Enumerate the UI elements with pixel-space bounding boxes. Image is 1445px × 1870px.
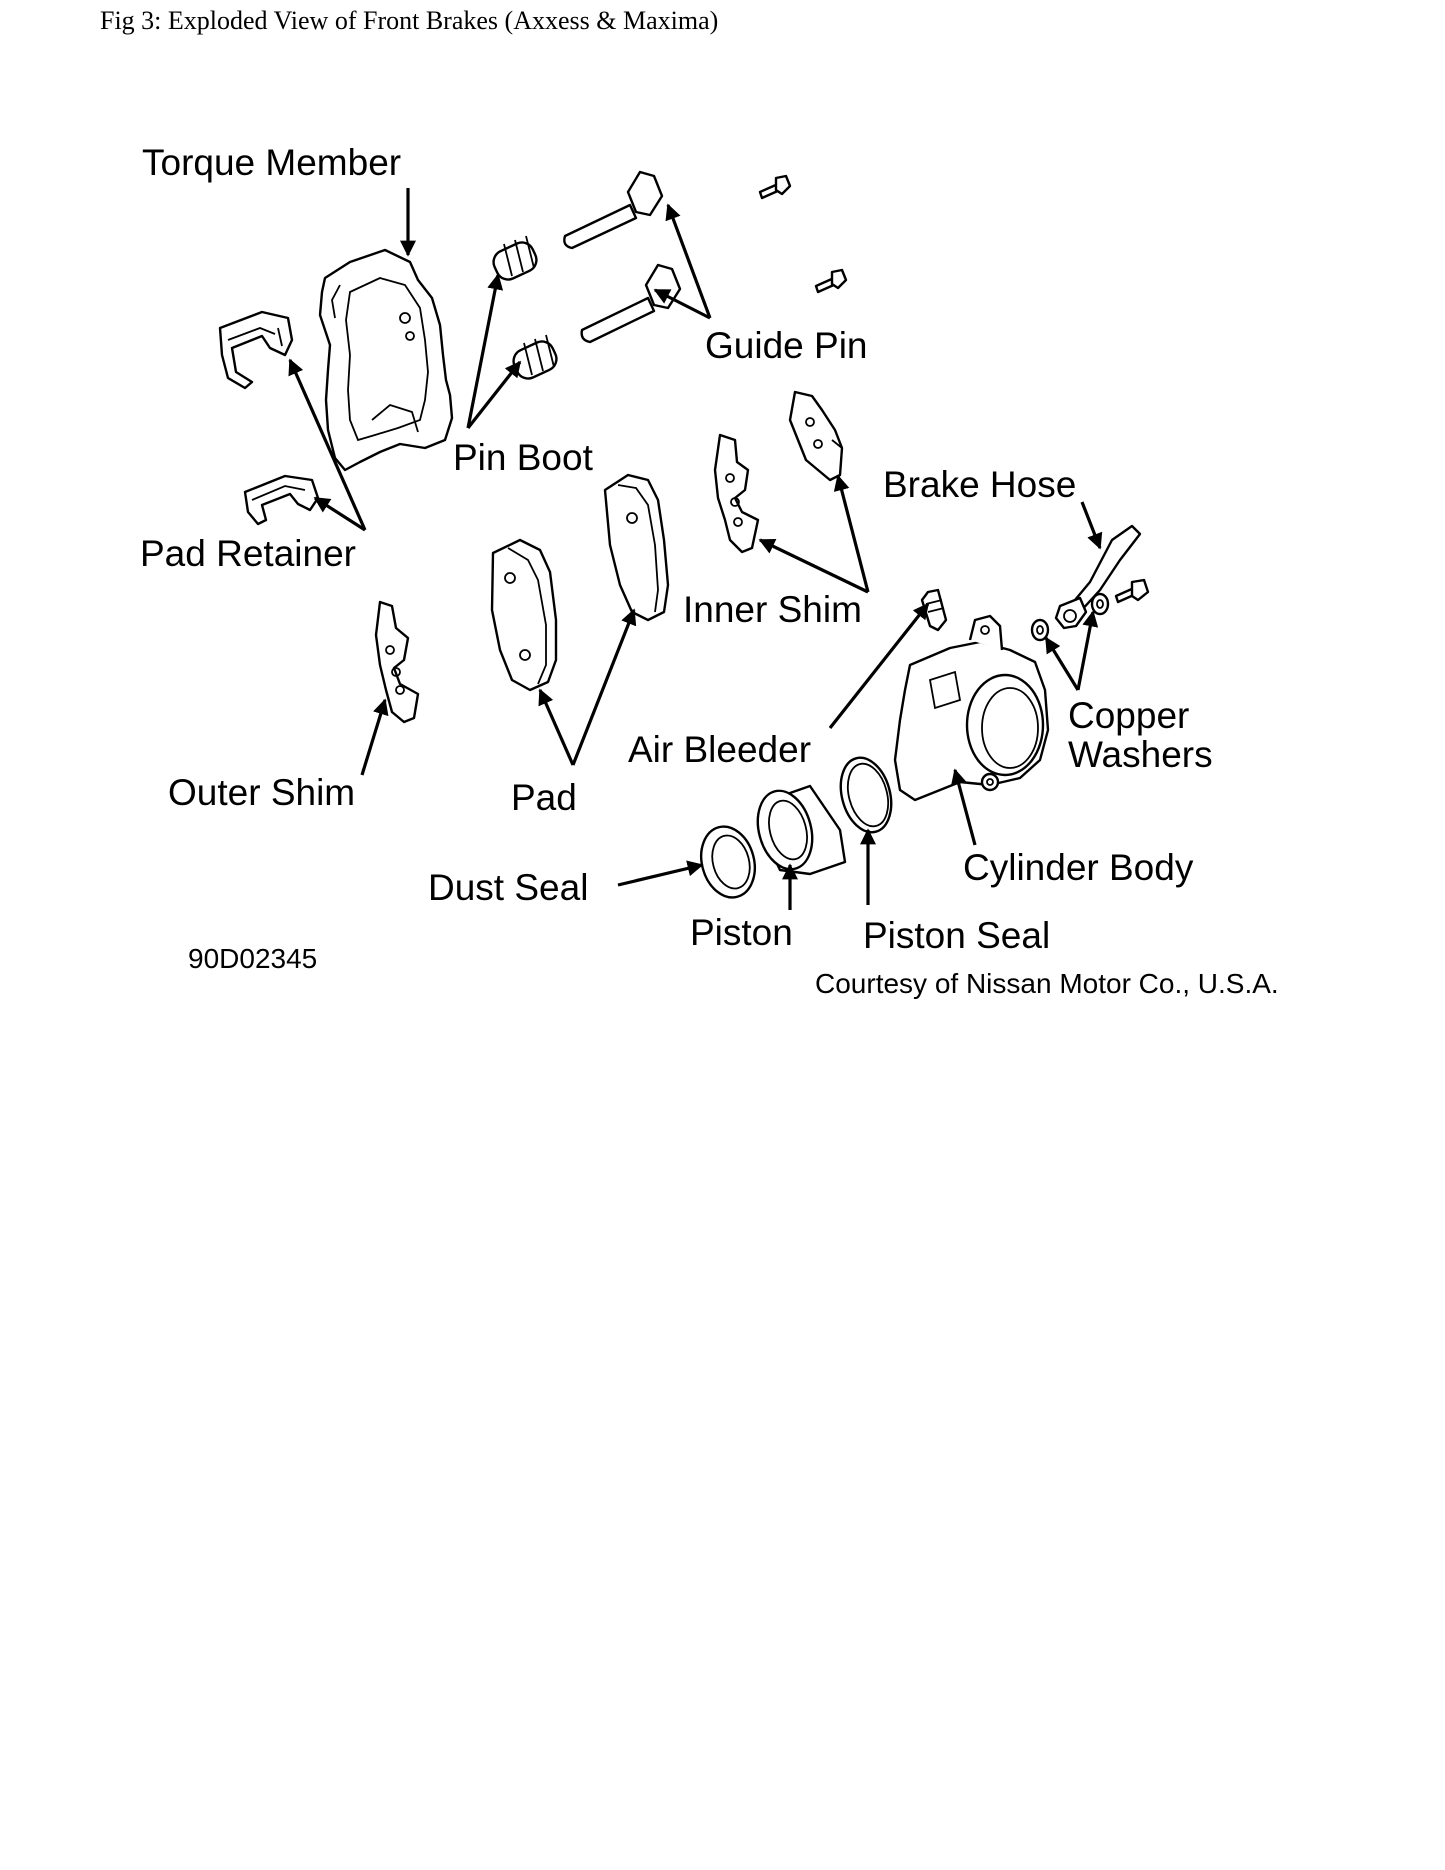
bolt-upper-part [758, 174, 792, 200]
piston-part [756, 784, 847, 876]
inner-shim-label: Inner Shim [683, 589, 862, 630]
dust-seal-part [700, 825, 756, 899]
guide-pin-upper-part [563, 170, 664, 250]
guide-pin-label: Guide Pin [705, 325, 868, 366]
piston-label: Piston [690, 912, 793, 953]
pin-boot-lower-part [512, 334, 558, 380]
inner-shim-left-part [713, 433, 760, 554]
cylinder-body-label: Cylinder Body [963, 847, 1194, 888]
copper-washers-label-line1: Copper [1068, 695, 1189, 736]
inner-shim-right-part [788, 390, 844, 482]
brake-hose-label: Brake Hose [883, 464, 1076, 505]
pin-boot-upper-part [492, 235, 538, 281]
figure-title: Fig 3: Exploded View of Front Brakes (Ax… [100, 6, 719, 35]
leader-lines [288, 188, 1103, 910]
pin-boot-label: Pin Boot [453, 437, 594, 478]
pad-retainer-upper-part [218, 310, 294, 390]
cylinder-body-part [893, 614, 1050, 802]
pad-retainer-label: Pad Retainer [140, 533, 356, 574]
piston-seal-label: Piston Seal [863, 915, 1050, 956]
pad-left-part [490, 538, 558, 692]
air-bleeder-part [920, 588, 948, 632]
outer-shim-part [374, 600, 420, 724]
copper-washer-left-part [1030, 618, 1050, 642]
pad-right-part [603, 473, 670, 622]
figure-credit: Courtesy of Nissan Motor Co., U.S.A. [815, 968, 1279, 999]
air-bleeder-label: Air Bleeder [628, 729, 811, 770]
brake-hose-part [1054, 524, 1150, 630]
pad-label: Pad [511, 777, 577, 818]
guide-pin-lower-part [580, 263, 682, 344]
figure-code: 90D02345 [188, 943, 317, 974]
torque-member-part [318, 248, 454, 472]
torque-member-label: Torque Member [142, 142, 401, 183]
piston-seal-part [839, 756, 893, 834]
copper-washers-label-line2: Washers [1068, 734, 1213, 775]
outer-shim-label: Outer Shim [168, 772, 355, 813]
dust-seal-label: Dust Seal [428, 867, 588, 908]
bolt-middle-part [814, 268, 848, 294]
copper-washer-right-part [1090, 592, 1110, 616]
pad-retainer-lower-part [243, 474, 320, 526]
